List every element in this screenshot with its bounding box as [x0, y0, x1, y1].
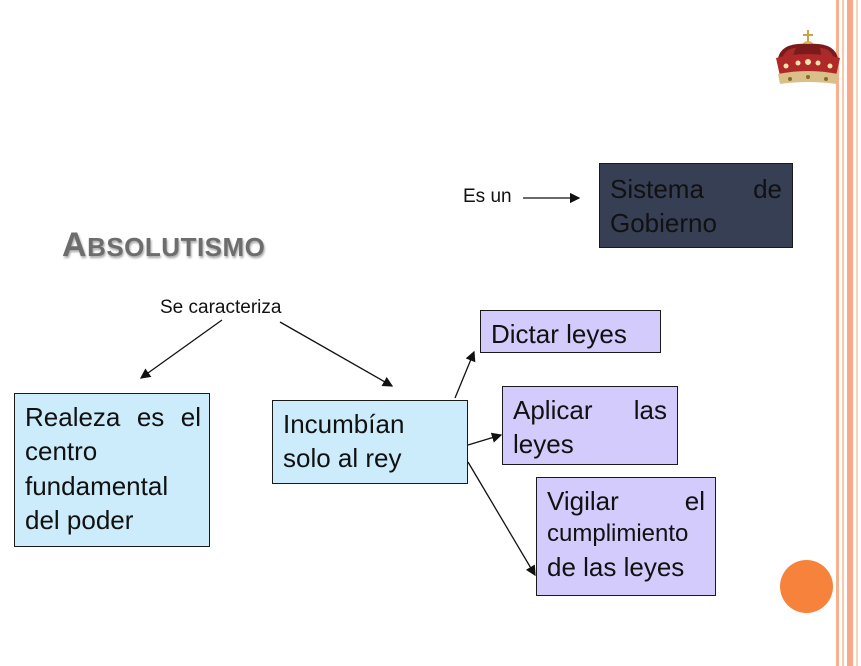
realeza-line: centro — [25, 436, 98, 467]
cumplimiento-word: cumplimiento — [547, 520, 689, 548]
vigilar-box: Vigilar el cumplimiento de las leyes — [536, 477, 716, 596]
title-rest: BSOLUTISMO — [87, 232, 266, 262]
incumbian-line: Incumbían — [283, 409, 405, 439]
title-first-letter: A — [62, 226, 88, 264]
arrow-to-dictar — [454, 350, 476, 399]
realeza-box: Realeza es el centro fundamental del pod… — [14, 393, 210, 547]
aplicar-leyes-box: Aplicar las leyes — [502, 386, 678, 465]
dictar-leyes-box: Dictar leyes — [480, 310, 661, 353]
de-las-leyes-line: de las leyes — [547, 551, 685, 582]
border-stripe — [836, 0, 839, 666]
slide-title: ABSOLUTISMO — [62, 226, 265, 265]
sistema-gobierno-box: Sistema de Gobierno — [599, 163, 793, 248]
dictar-leyes-text: Dictar leyes — [491, 319, 627, 349]
border-stripe — [856, 0, 858, 666]
arrow-to-aplicar — [467, 432, 503, 446]
incumbian-line: solo al rey — [283, 443, 402, 474]
arrow-to-center-box — [279, 321, 394, 387]
arrow-to-left-box — [139, 319, 223, 379]
leyes-word: leyes — [513, 429, 574, 460]
sistema-word: Sistema — [610, 174, 704, 204]
es-un-label: Es un — [463, 186, 512, 207]
el-word: el — [684, 486, 705, 516]
gobierno-word: Gobierno — [610, 208, 717, 239]
aplicar-word: Aplicar — [513, 395, 593, 425]
se-caracteriza-label: Se caracteriza — [160, 297, 282, 318]
crown-icon — [776, 30, 840, 84]
border-stripe — [842, 0, 844, 666]
incumbian-box: Incumbían solo al rey — [272, 400, 468, 484]
realeza-line: del poder — [25, 504, 134, 535]
border-stripe — [847, 0, 853, 666]
las-word: las — [633, 395, 667, 425]
realeza-line: fundamental — [25, 470, 169, 501]
arrow-to-vigilar — [467, 461, 536, 577]
de-word: de — [753, 174, 782, 204]
orange-circle-decoration — [780, 560, 833, 613]
realeza-line: Realeza es el — [25, 402, 201, 432]
vigilar-word: Vigilar — [547, 486, 619, 516]
